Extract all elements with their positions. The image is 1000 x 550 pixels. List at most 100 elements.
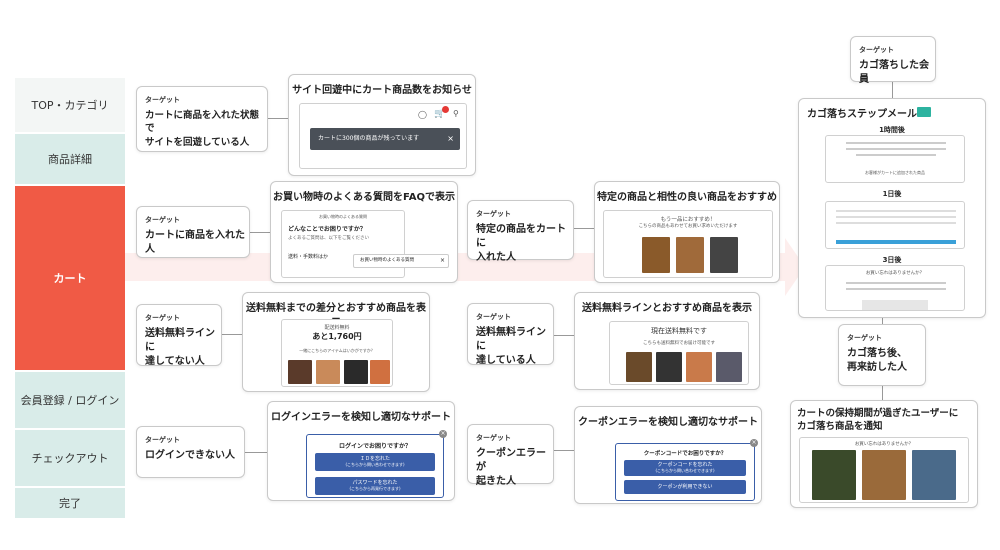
mock-login-dialog: × ログインでお困りですか？ ＩＤを忘れた (こちらから問い合わせできます) パ… (306, 430, 447, 498)
button-label: クーポンが利用できない (657, 484, 713, 490)
flow-arrow-head (785, 238, 805, 296)
recommend-subtext: こちらの商品もあわせてお買い求めいただけます (638, 224, 738, 229)
target-text: カートに商品を入れた状態で サイトを回遊している人 (145, 110, 260, 148)
free-title: 現在送料無料です (651, 327, 707, 335)
mail-line (836, 216, 956, 218)
target-tag: ターゲット (476, 313, 511, 321)
solution-title: カートの保持期間が過ぎたユーザーに カゴ落ち商品を通知 (797, 408, 959, 433)
solution-card-login-support: ログインエラーを検知し適切なサポート × ログインでお困りですか？ ＩＤを忘れた… (267, 401, 455, 501)
forgot-coupon-button[interactable]: クーポンコードを忘れた (こちらから問い合わせできます) (624, 460, 746, 476)
close-icon[interactable]: × (439, 257, 445, 264)
stage-label: 商品詳細 (48, 153, 92, 166)
mock-recommend-panel: もう一品におすすめ！ こちらの商品もあわせてお買い求めいただけます (603, 210, 773, 278)
mail-line (846, 148, 946, 150)
target-tag: ターゲット (476, 210, 511, 218)
connector (892, 82, 893, 98)
target-text: カゴ落ち後、 再来訪した人 (847, 348, 907, 373)
target-text: 送料無料ラインに 達してない人 (145, 328, 215, 367)
solution-card-coupon-support: クーポンエラーを検知し適切なサポート × クーポンコードでお困りですか？ クーポ… (574, 406, 762, 504)
cart-count-badge (442, 106, 449, 113)
mail-line (846, 142, 946, 144)
target-tag: ターゲット (476, 434, 511, 442)
mail-preview-2 (825, 201, 965, 249)
shipping-amount: あと1,760円 (312, 332, 362, 341)
solution-card-shipping-diff: 送料無料までの差分とおすすめ商品を表示 配送料無料 あと1,760円 一緒にこち… (242, 292, 430, 392)
mail-line (836, 222, 956, 224)
product-image[interactable] (626, 352, 652, 382)
faq-question: どんなことでお困りですか？ (288, 226, 366, 233)
stage-cart: カート (15, 186, 125, 370)
connector (268, 118, 288, 119)
solution-card-free-shipping: 送料無料ラインとおすすめ商品を表示 現在送料無料です こちらも送料無料でお届け可… (574, 292, 760, 390)
solution-card-faq: お買い物時のよくある質問をFAQで表示 お買い物時のよくある質問 どんなことでお… (270, 181, 458, 283)
product-image[interactable] (686, 352, 712, 382)
mock-site-header: ◯ 🛒 ⚲ カートに300個の商品が残っています × (299, 103, 467, 169)
mail-cta-bar[interactable] (836, 240, 956, 244)
faq-head: お買い物時のよくある質問 (319, 214, 367, 219)
stage-login: 会員登録 / ログイン (15, 372, 125, 428)
product-image[interactable] (812, 450, 856, 500)
product-image[interactable] (912, 450, 956, 500)
button-sublabel: (こちらから問い合わせできます) (345, 462, 405, 467)
button-sublabel: (こちらから再発行できます) (349, 486, 401, 491)
product-image[interactable] (316, 360, 340, 384)
solution-title: ログインエラーを検知し適切なサポート (271, 412, 451, 423)
product-image[interactable] (862, 450, 906, 500)
recommend-title: もう一品におすすめ！ (660, 217, 716, 223)
stage-product-detail: 商品詳細 (15, 134, 125, 184)
connector (222, 334, 242, 335)
forgot-id-button[interactable]: ＩＤを忘れた (こちらから問い合わせできます) (315, 453, 435, 471)
target-text: 特定の商品をカートに 入れた人 (476, 224, 566, 263)
solution-card-recommend: 特定の商品と相性の良い商品をおすすめ もう一品におすすめ！ こちらの商品もあわせ… (594, 181, 780, 283)
connector (574, 228, 594, 229)
target-card-coupon-error: ターゲット クーポンエラーが 起きた人 (467, 424, 554, 487)
close-icon[interactable]: × (447, 134, 454, 143)
solution-card-step-mail: カゴ落ちステップメール 1時間後 お客様がカートに追加された商品 1日後 3日後… (798, 98, 986, 318)
cart-icon: 🛒 (434, 109, 446, 119)
button-label: パスワードを忘れた (352, 480, 398, 486)
mail-line (856, 154, 936, 156)
product-image[interactable] (656, 352, 682, 382)
target-tag: ターゲット (859, 46, 894, 54)
target-tag: ターゲット (145, 216, 180, 224)
target-card-returning-visitor: ターゲット カゴ落ち後、 再来訪した人 (838, 324, 926, 386)
connector (250, 232, 270, 233)
product-image[interactable] (370, 360, 390, 384)
product-image[interactable] (710, 237, 738, 273)
faq-btn-label: お買い物時のよくある質問 (360, 258, 414, 263)
mail-line (836, 210, 956, 212)
user-icon: ◯ (418, 110, 427, 119)
connector (882, 318, 883, 324)
target-text: 送料無料ラインに 達している人 (476, 327, 546, 366)
faq-floating-button[interactable]: お買い物時のよくある質問 × (353, 254, 449, 268)
forgot-password-button[interactable]: パスワードを忘れた (こちらから再発行できます) (315, 477, 435, 495)
faq-subtext: よくあるご質問は、以下をご覧ください (288, 236, 369, 241)
target-card-below-free-shipping: ターゲット 送料無料ラインに 達してない人 (136, 304, 222, 367)
stage-label: チェックアウト (31, 452, 109, 465)
connector (882, 386, 883, 402)
close-icon[interactable]: × (439, 430, 447, 438)
product-image[interactable] (676, 237, 704, 273)
product-image[interactable] (716, 352, 742, 382)
stage-label: TOP・カテゴリ (31, 99, 109, 112)
mail-text: お買い忘れはありませんか？ (865, 271, 925, 276)
product-image[interactable] (344, 360, 368, 384)
target-card-browsing: ターゲット カートに商品を入れた状態で サイトを回遊している人 (136, 86, 268, 152)
mock-coupon-dialog: × クーポンコードでお困りですか？ クーポンコードを忘れた (こちらから問い合わ… (615, 439, 758, 501)
solution-title: お買い物時のよくある質問をFAQで表示 (273, 192, 455, 203)
shipping-subtext: 一緒にこちらのアイテムはいかがですか？ (299, 348, 375, 353)
product-image[interactable] (642, 237, 670, 273)
stage-complete: 完了 (15, 488, 125, 518)
coupon-unavailable-button[interactable]: クーポンが利用できない (624, 480, 746, 494)
faq-item[interactable]: 送料・手数料はか (288, 254, 329, 260)
step-1-label: 1時間後 (879, 126, 905, 134)
target-text: ログインできない人 (145, 450, 235, 461)
close-icon[interactable]: × (750, 439, 758, 447)
stage-label: カート (53, 272, 87, 285)
stage-label: 完了 (59, 497, 81, 510)
solution-card-expired-cart-notify: カートの保持期間が過ぎたユーザーに カゴ落ち商品を通知 お買い忘れはありませんか… (790, 400, 978, 508)
solution-title: 特定の商品と相性の良い商品をおすすめ (597, 192, 777, 203)
notify-text: お買い忘れはありませんか？ (854, 442, 914, 447)
cart-toast: カートに300個の商品が残っています × (310, 128, 460, 150)
product-image[interactable] (288, 360, 312, 384)
